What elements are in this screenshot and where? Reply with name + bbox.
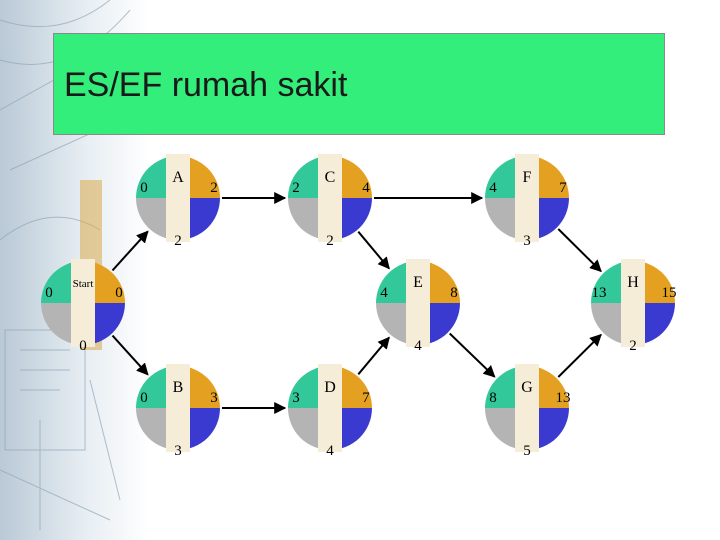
- title-banner: ES/EF rumah sakit: [53, 33, 665, 135]
- node-label: C: [325, 169, 336, 186]
- node-label: B: [173, 379, 184, 396]
- label-band: [318, 154, 342, 242]
- label-band: [166, 154, 190, 242]
- label-band: [406, 259, 430, 347]
- edge-g-to-h: [557, 333, 602, 378]
- early-finish-value: 7: [362, 390, 370, 406]
- node-label: G: [521, 379, 533, 396]
- early-finish-value: 8: [450, 285, 458, 301]
- label-band: [515, 364, 539, 452]
- edge-e-to-g: [449, 332, 496, 378]
- duration-value: 5: [523, 443, 531, 459]
- early-start-value: 8: [489, 390, 497, 406]
- node-label: F: [523, 169, 532, 186]
- early-start-value: 3: [292, 390, 300, 406]
- duration-value: 2: [326, 233, 334, 249]
- node-label: A: [172, 169, 184, 186]
- node-f: F 4 7 3: [485, 154, 569, 249]
- early-start-value: 13: [592, 285, 607, 301]
- early-start-value: 0: [45, 285, 53, 301]
- duration-value: 3: [174, 443, 182, 459]
- label-band: [515, 154, 539, 242]
- duration-value: 4: [326, 443, 334, 459]
- edge-start-to-a: [111, 230, 149, 272]
- edge-start-to-b: [111, 334, 149, 376]
- early-finish-value: 4: [362, 180, 370, 196]
- label-band: [71, 259, 95, 347]
- node-c: C 2 4 2: [288, 154, 372, 249]
- edge-c-to-e: [357, 231, 390, 270]
- early-finish-value: 13: [556, 390, 571, 406]
- node-label: E: [413, 274, 423, 291]
- label-band: [621, 259, 645, 347]
- duration-value: 3: [523, 233, 531, 249]
- edge-f-to-h: [557, 228, 602, 273]
- node-a: A 0 2 2: [136, 154, 220, 249]
- early-start-value: 4: [489, 180, 497, 196]
- early-finish-value: 3: [210, 390, 218, 406]
- duration-value: 0: [79, 338, 87, 354]
- node-label: D: [324, 379, 336, 396]
- slide-title: ES/EF rumah sakit: [64, 66, 348, 104]
- duration-value: 4: [414, 338, 422, 354]
- early-finish-value: 2: [210, 180, 218, 196]
- early-start-value: 2: [292, 180, 300, 196]
- node-h: H 13 15 2: [591, 259, 677, 354]
- early-finish-value: 0: [115, 285, 123, 301]
- node-d: D 3 7 4: [288, 364, 372, 459]
- label-band: [318, 364, 342, 452]
- node-e: E 4 8 4: [376, 259, 460, 354]
- node-g: G 8 13 5: [485, 364, 571, 459]
- early-finish-value: 7: [559, 180, 567, 196]
- edge-d-to-e: [357, 336, 390, 375]
- early-start-value: 0: [140, 390, 148, 406]
- node-label: H: [627, 274, 639, 291]
- node-start: Start 0 0 0: [41, 259, 125, 354]
- node-label: Start: [73, 278, 94, 290]
- early-finish-value: 15: [662, 285, 677, 301]
- early-start-value: 0: [140, 180, 148, 196]
- early-start-value: 4: [380, 285, 388, 301]
- node-b: B 0 3 3: [136, 364, 220, 459]
- duration-value: 2: [174, 233, 182, 249]
- duration-value: 2: [629, 338, 637, 354]
- edges-layer: [111, 192, 602, 414]
- label-band: [166, 364, 190, 452]
